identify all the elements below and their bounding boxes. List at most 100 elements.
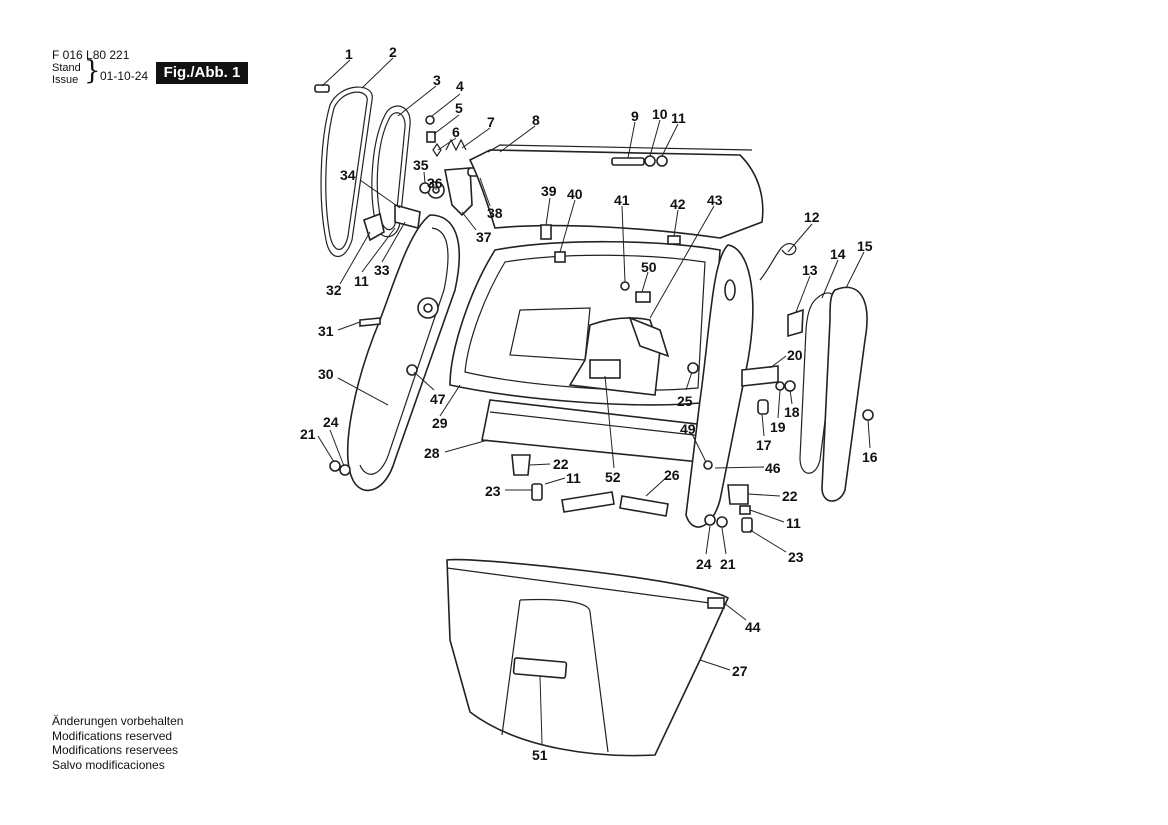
- callout-11-right: 11: [786, 515, 801, 531]
- part-13: [787, 308, 804, 338]
- callout-29: 29: [432, 415, 448, 431]
- leader-34: [359, 179, 401, 209]
- leader-43: [649, 205, 715, 319]
- part-strip-28-fold: [489, 411, 704, 437]
- part-washer-24-left: [339, 464, 351, 476]
- callout-31: 31: [318, 323, 334, 339]
- part-cable-12: [759, 243, 797, 281]
- leader-44: [723, 602, 747, 621]
- part-4: [425, 115, 435, 125]
- callout-16: 16: [862, 449, 878, 465]
- stand-issue-labels: Stand Issue: [52, 62, 81, 86]
- leader-6: [437, 137, 457, 151]
- leader-33: [381, 221, 406, 263]
- leader-51: [539, 675, 543, 745]
- callout-28: 28: [424, 445, 440, 461]
- callout-23-right: 23: [788, 549, 804, 565]
- callout-25: 25: [677, 393, 693, 409]
- part-screw-1: [314, 84, 330, 93]
- callout-27: 27: [732, 663, 748, 679]
- leader-14: [821, 259, 839, 299]
- part-42: [667, 235, 681, 245]
- callout-24-right: 24: [696, 556, 712, 572]
- leader-24-left: [329, 429, 345, 467]
- leader-28: [444, 439, 489, 453]
- callout-2: 2: [389, 44, 397, 60]
- leader-52: [604, 375, 615, 469]
- leader-27: [699, 659, 731, 671]
- callout-8: 8: [532, 112, 540, 128]
- part-17: [757, 399, 769, 415]
- footer-notes: Änderungen vorbehalten Modifications res…: [52, 714, 183, 772]
- leader-38: [479, 177, 491, 207]
- leader-19: [777, 389, 781, 419]
- part-clip-34: [394, 203, 421, 230]
- leader-lines: [317, 57, 871, 745]
- callout-26: 26: [664, 467, 680, 483]
- leader-21-left: [317, 435, 335, 463]
- leader-23-right: [749, 529, 787, 553]
- callout-33: 33: [374, 262, 390, 278]
- callout-19: 19: [770, 419, 786, 435]
- leader-5: [433, 114, 460, 135]
- callout-9: 9: [631, 108, 639, 124]
- footer-note-en: Modifications reserved: [52, 728, 173, 743]
- part-bracket-37: [444, 167, 473, 217]
- leader-11-left: [361, 227, 396, 273]
- part-hood-8: [468, 149, 764, 239]
- callout-11-left: 11: [354, 273, 369, 289]
- callout-40: 40: [567, 186, 583, 202]
- leader-46: [714, 466, 765, 469]
- leader-11-top: [661, 123, 679, 157]
- callout-13: 13: [802, 262, 818, 278]
- callout-7: 7: [487, 114, 495, 130]
- leader-39: [545, 197, 551, 226]
- part-catcher-27: [446, 558, 730, 757]
- part-washer-21-right: [716, 516, 728, 528]
- callout-36: 36: [427, 175, 443, 191]
- leader-47: [413, 371, 435, 391]
- leader-11-mid: [544, 477, 566, 485]
- leader-16: [867, 419, 871, 449]
- callout-21-left: 21: [300, 426, 316, 442]
- leader-22-right: [747, 493, 781, 497]
- callout-32: 32: [326, 282, 342, 298]
- callout-21-right: 21: [720, 556, 736, 572]
- leader-32: [339, 231, 371, 285]
- part-20: [741, 365, 779, 387]
- part-50: [635, 291, 651, 303]
- callout-42: 42: [670, 196, 686, 212]
- part-belt-2: [320, 86, 373, 258]
- leader-49: [691, 433, 707, 463]
- part-bracket-22-right: [727, 484, 749, 505]
- part-clip-44: [707, 597, 725, 609]
- callout-5: 5: [455, 100, 463, 116]
- part-25: [687, 362, 699, 374]
- callout-46: 46: [765, 460, 781, 476]
- part-40: [554, 251, 566, 263]
- callout-39: 39: [541, 183, 557, 199]
- part-screw-23-left: [531, 483, 543, 501]
- leader-13: [795, 275, 811, 313]
- leader-41: [621, 205, 626, 283]
- callout-49: 49: [680, 421, 696, 437]
- part-belt-3-inner: [376, 112, 406, 231]
- callout-35: 35: [413, 157, 429, 173]
- footer-note-de: Änderungen vorbehalten: [52, 714, 184, 728]
- part-catcher-27-panel: [519, 598, 609, 753]
- footer-note-fr: Modifications reservees: [52, 743, 179, 757]
- callout-30: 30: [318, 366, 334, 382]
- callout-41: 41: [614, 192, 630, 208]
- part-belt-2-inner: [325, 91, 368, 251]
- leader-31: [337, 321, 361, 331]
- leader-7: [461, 127, 491, 149]
- leader-25: [685, 371, 693, 391]
- part-washer-24-right: [704, 514, 716, 526]
- leader-22-left: [529, 463, 551, 466]
- callout-44: 44: [745, 619, 761, 635]
- leader-21-right: [721, 527, 727, 555]
- callout-11-top: 11: [671, 110, 686, 126]
- leader-15: [845, 251, 865, 289]
